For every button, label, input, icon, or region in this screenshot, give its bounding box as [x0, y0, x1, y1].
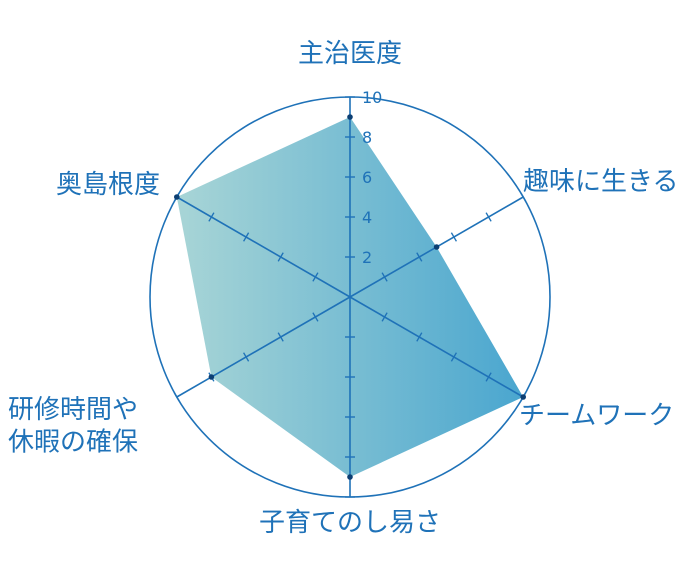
data-point — [433, 244, 440, 250]
tick-label: 10 — [362, 88, 382, 107]
category-label-line: 研修時間や — [8, 395, 138, 425]
axis-tick-mark — [416, 252, 423, 262]
tick-label: 6 — [362, 168, 372, 187]
data-point — [174, 194, 180, 200]
category-label: 主治医度 — [298, 39, 402, 69]
axis-tick-mark — [450, 232, 458, 242]
category-label: 研修時間や休暇の確保 — [8, 395, 138, 458]
tick-label: 4 — [362, 208, 372, 227]
axis-tick-mark — [242, 352, 250, 362]
category-label-line: 休暇の確保 — [8, 428, 138, 458]
axis-tick-mark — [381, 272, 388, 282]
axis-tick-mark — [277, 252, 284, 262]
axis-tick-mark — [312, 312, 319, 322]
data-point — [520, 394, 526, 400]
category-label: 奥島根度 — [56, 170, 160, 200]
axis-tick-mark — [416, 332, 423, 342]
data-point — [347, 474, 353, 480]
category-label: 子育てのし易さ — [259, 508, 441, 538]
axis-tick-mark — [277, 332, 284, 342]
axis-tick-mark — [208, 212, 215, 222]
category-label: 趣味に生きる — [523, 167, 678, 197]
tick-labels-layer: 2 4 6 8 10 — [362, 88, 382, 267]
axis-tick-mark — [242, 232, 250, 242]
axis-tick-mark — [312, 272, 319, 282]
axis-tick-mark — [520, 192, 527, 202]
axis-spoke — [176, 196, 351, 298]
axis-tick-mark — [485, 372, 492, 382]
axes-layer — [149, 96, 551, 498]
axis-tick-mark — [173, 392, 180, 402]
tick-label: 2 — [362, 248, 372, 267]
axis-tick-mark — [450, 352, 458, 362]
data-point — [208, 374, 215, 380]
axis-spoke — [176, 296, 351, 398]
axis-tick-mark — [381, 312, 388, 322]
axis-spoke — [349, 296, 524, 398]
category-label: チームワーク — [519, 401, 674, 431]
tick-label: 8 — [362, 128, 372, 147]
data-point — [347, 114, 353, 120]
axis-tick-mark — [485, 212, 492, 222]
